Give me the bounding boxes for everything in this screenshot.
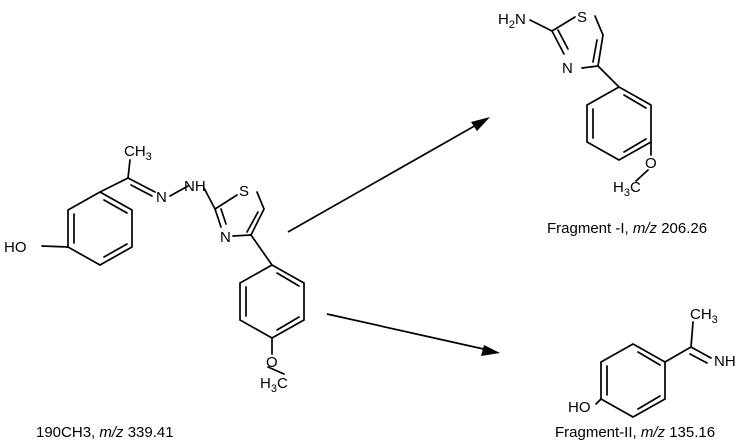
fragment-2-phenol-ring xyxy=(600,343,666,418)
fragment-2-imine-bond xyxy=(690,346,712,359)
fragment-2-methyl-bond xyxy=(690,321,694,348)
fragment-1-amine-label: H2N xyxy=(498,11,526,31)
arrow-to-fragment-2 xyxy=(326,313,500,356)
parent-methoxy-o-label: O xyxy=(266,354,278,371)
fragment-2-imine-label: NH xyxy=(714,353,736,370)
parent-thiazole-n-label: N xyxy=(220,229,231,246)
fragment-1-aryl-bond xyxy=(597,65,620,88)
parent-ring-cn-bond xyxy=(99,177,129,193)
fragment-1-methoxyphenyl-ring xyxy=(586,86,652,161)
parent-methoxy-h3c-label: H3C xyxy=(260,375,288,395)
parent-methyl-bond xyxy=(127,159,131,179)
parent-hydrazine-bond xyxy=(169,185,189,197)
parent-aryl-bond xyxy=(250,234,273,266)
fragment-2-hydroxyl-label: HO xyxy=(568,399,591,416)
arrow-to-fragment-1 xyxy=(287,117,490,233)
parent-ho-bond xyxy=(41,245,69,248)
parent-imine-n-label: N xyxy=(156,189,167,206)
fragment-2-caption: Fragment-II, m/z 135.16 xyxy=(555,424,715,441)
parent-methoxy-ch3-bond xyxy=(267,366,285,375)
fragment-2-methyl-label: CH3 xyxy=(690,306,718,326)
parent-hydroxyl-label: HO xyxy=(4,239,27,256)
fragment-2-molecule: CH3 NH HO Fragment-II, m/z 135.16 xyxy=(555,306,736,441)
parent-caption: 190CH3, m/z 339.41 xyxy=(36,424,174,441)
parent-nh-thiazole-bond xyxy=(203,187,216,210)
parent-phenol-ring xyxy=(67,191,133,266)
parent-molecule: HO CH3 N NH S N O H3C 190CH3, m/z 339.41 xyxy=(4,143,305,441)
fragment-2-ho-bond xyxy=(595,398,602,405)
fragment-1-amine-bond xyxy=(529,19,553,32)
fragment-1-thiazole-ring xyxy=(551,15,604,69)
fragment-1-thiazole-s-label: S xyxy=(577,9,587,26)
fragment-1-molecule: H2N S N O H3C Fragment -I, m/z 206.26 xyxy=(498,9,707,237)
parent-methoxyphenyl-ring xyxy=(239,264,305,339)
fragment-1-methoxy-h3c-label: H3C xyxy=(613,179,641,199)
fragment-2-ring-cn-bond xyxy=(664,346,692,363)
parent-imine-bond xyxy=(127,177,156,193)
fragment-1-methoxy-o-label: O xyxy=(645,155,657,172)
parent-thiazole-s-label: S xyxy=(239,183,249,200)
parent-amine-nh-label: NH xyxy=(184,178,206,195)
fragment-1-caption: Fragment -I, m/z 206.26 xyxy=(547,220,707,237)
fragment-1-thiazole-n-label: N xyxy=(562,60,573,77)
parent-methyl-label: CH3 xyxy=(124,143,152,163)
fragment-1-methoxy-ch3-bond xyxy=(635,169,649,182)
parent-thiazole-ring xyxy=(214,191,265,237)
